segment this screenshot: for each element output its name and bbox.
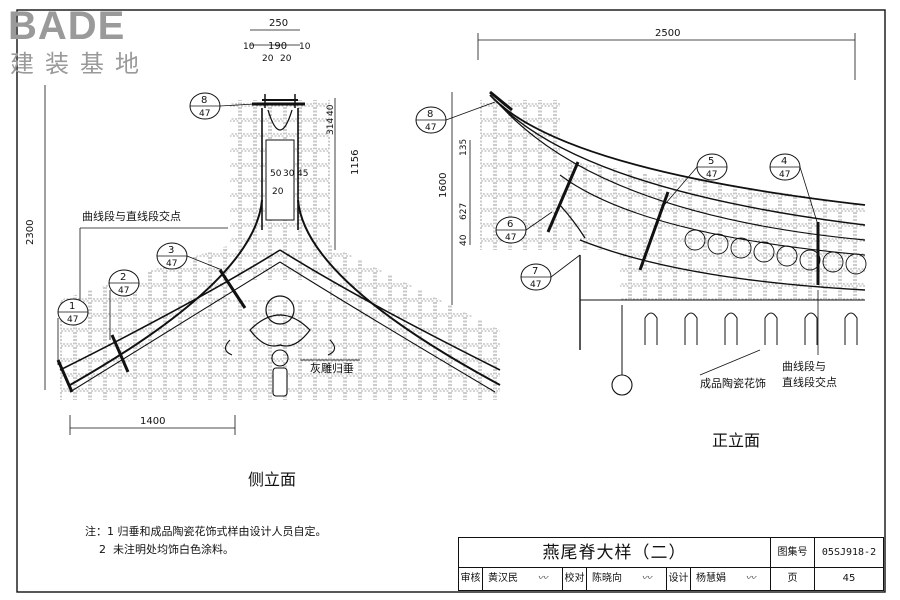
dim-top-total: 250	[269, 18, 288, 29]
callout-num: 6	[507, 219, 513, 230]
dim-bottom-width: 1400	[140, 416, 165, 427]
callout-front-8[interactable]: 8 47	[415, 101, 496, 134]
dim-front-h-b: 627	[459, 203, 469, 220]
note-2: 2 未注明处均饰白色涂料。	[85, 543, 234, 556]
callout-front-5[interactable]: 5 47	[659, 153, 728, 211]
front-elevation: 2500 1600 135 627 40 成品陶瓷花饰 曲线段与 直线段交点 8…	[415, 28, 867, 396]
callout-ref: 47	[779, 170, 790, 180]
callout-front-6[interactable]: 6 47	[495, 211, 553, 244]
page-number: 45	[842, 573, 856, 584]
callout-side-3[interactable]: 3 47	[156, 242, 223, 271]
callout-num: 5	[708, 156, 714, 167]
dim-h-a: 314	[326, 118, 336, 135]
reviewer-signature: 〰	[523, 568, 563, 590]
front-tile-grid	[480, 100, 865, 300]
checker-signature: 〰	[627, 568, 667, 590]
design-label: 设计	[667, 568, 691, 590]
dim-top-left: 10	[243, 42, 255, 52]
callout-num: 8	[201, 95, 207, 106]
page-label: 页	[771, 568, 815, 590]
front-elevation-label: 正立面	[712, 431, 761, 450]
callout-ref: 47	[706, 170, 717, 180]
callout-ref: 47	[166, 259, 177, 269]
dim-front-h-a: 135	[459, 139, 469, 156]
dim-top-inner-b: 20	[280, 54, 292, 64]
callout-ref: 47	[425, 123, 436, 133]
designer-signature: 〰	[731, 568, 771, 590]
wall-arcade	[644, 312, 858, 345]
annotation-curve-junction: 曲线段与直线段交点	[82, 209, 181, 223]
side-tile-grid-base	[60, 245, 500, 400]
callout-ref: 47	[199, 109, 210, 119]
annotation-ornament: 灰雕归垂	[310, 361, 354, 375]
drawing-title: 燕尾脊大样（二）	[459, 538, 771, 568]
callout-ref: 47	[530, 280, 541, 290]
side-elevation: 250 190 10 10 20 20 2300 1156 314 40 50 …	[25, 18, 501, 435]
note-1: 注：1 归垂和成品陶瓷花饰式样由设计人员自定。	[85, 525, 327, 538]
callout-ref: 47	[67, 315, 78, 325]
callout-front-4[interactable]: 4 47	[769, 153, 819, 226]
sheet-frame	[16, 9, 886, 593]
brand-logo-subtitle: 建装基地	[10, 50, 150, 78]
annotation-ceramic-tile: 成品陶瓷花饰	[700, 376, 766, 390]
callout-ref: 47	[118, 286, 129, 296]
annotation-curve-1: 曲线段与	[782, 359, 826, 373]
dim-slot-a: 50	[270, 169, 282, 179]
dim-height-right: 1156	[350, 150, 361, 175]
dim-h-b: 40	[326, 104, 336, 116]
atlas-number: 05SJ918-2	[815, 538, 883, 568]
callout-num: 7	[532, 266, 538, 277]
callout-front-7[interactable]: 7 47	[520, 254, 581, 291]
callout-num: 4	[781, 156, 787, 167]
dim-front-height: 1600	[438, 173, 449, 198]
callout-num: 2	[120, 272, 126, 283]
reviewer-name: 黄汉民	[488, 573, 518, 584]
dim-front-width: 2500	[655, 28, 680, 39]
title-block: 燕尾脊大样（二） 图集号 05SJ918-2 审核 黄汉民 〰 校对 陈晓向 〰…	[458, 537, 884, 591]
callout-ref: 47	[505, 233, 516, 243]
dim-height-total: 2300	[25, 220, 36, 245]
review-label: 审核	[459, 568, 483, 590]
callout-num: 8	[427, 109, 433, 120]
check-label: 校对	[563, 568, 587, 590]
dim-slot-d: 20	[272, 187, 284, 197]
annotation-curve-2: 直线段交点	[782, 375, 837, 389]
callout-num: 1	[69, 301, 75, 312]
dim-top-mid: 190	[268, 41, 287, 52]
checker-name: 陈晓向	[592, 573, 622, 584]
callout-side-1[interactable]: 1 47	[57, 298, 89, 365]
ornament-drop	[224, 295, 336, 397]
dim-top-inner-a: 20	[262, 54, 274, 64]
ceramic-tile-band	[684, 229, 867, 275]
dim-slot-b: 30	[283, 169, 295, 179]
notes: 注：1 归垂和成品陶瓷花饰式样由设计人员自定。 2 未注明处均饰白色涂料。	[85, 523, 327, 559]
designer-name: 杨慧娟	[696, 573, 726, 584]
brand-logo: BADE	[8, 4, 126, 48]
dim-slot-c: 45	[297, 169, 308, 179]
dim-top-right: 10	[299, 42, 311, 52]
dim-front-h-c: 40	[459, 234, 469, 246]
callout-side-2[interactable]: 2 47	[108, 269, 140, 340]
callout-side-8[interactable]: 8 47	[189, 92, 256, 120]
side-elevation-label: 侧立面	[248, 470, 297, 489]
atlas-label: 图集号	[771, 538, 815, 568]
callout-num: 3	[168, 245, 174, 256]
